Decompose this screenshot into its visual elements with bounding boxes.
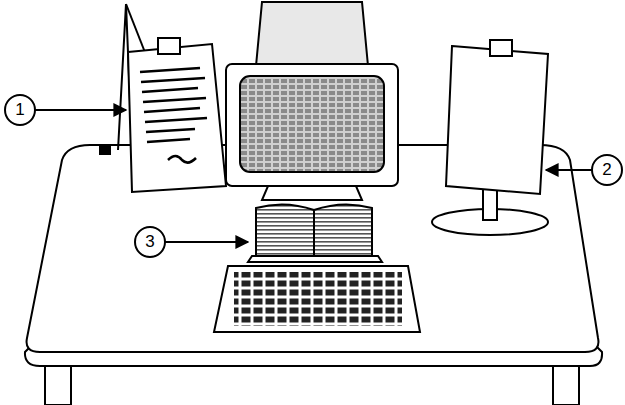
monitor-screen	[240, 76, 384, 172]
copy-holder-board	[128, 44, 226, 192]
callout-number: 3	[135, 227, 165, 257]
monitor-stand	[262, 186, 362, 200]
callout-number: 2	[592, 155, 622, 185]
monitor-case	[226, 64, 398, 186]
left-copy-holder	[100, 4, 226, 192]
callout-number: 1	[5, 95, 35, 125]
callout-circles	[5, 95, 622, 257]
monitor	[226, 2, 398, 200]
keyboard	[214, 266, 420, 332]
book-holder	[248, 204, 382, 262]
monitor-back	[256, 2, 368, 66]
right-copy-holder	[432, 40, 548, 235]
